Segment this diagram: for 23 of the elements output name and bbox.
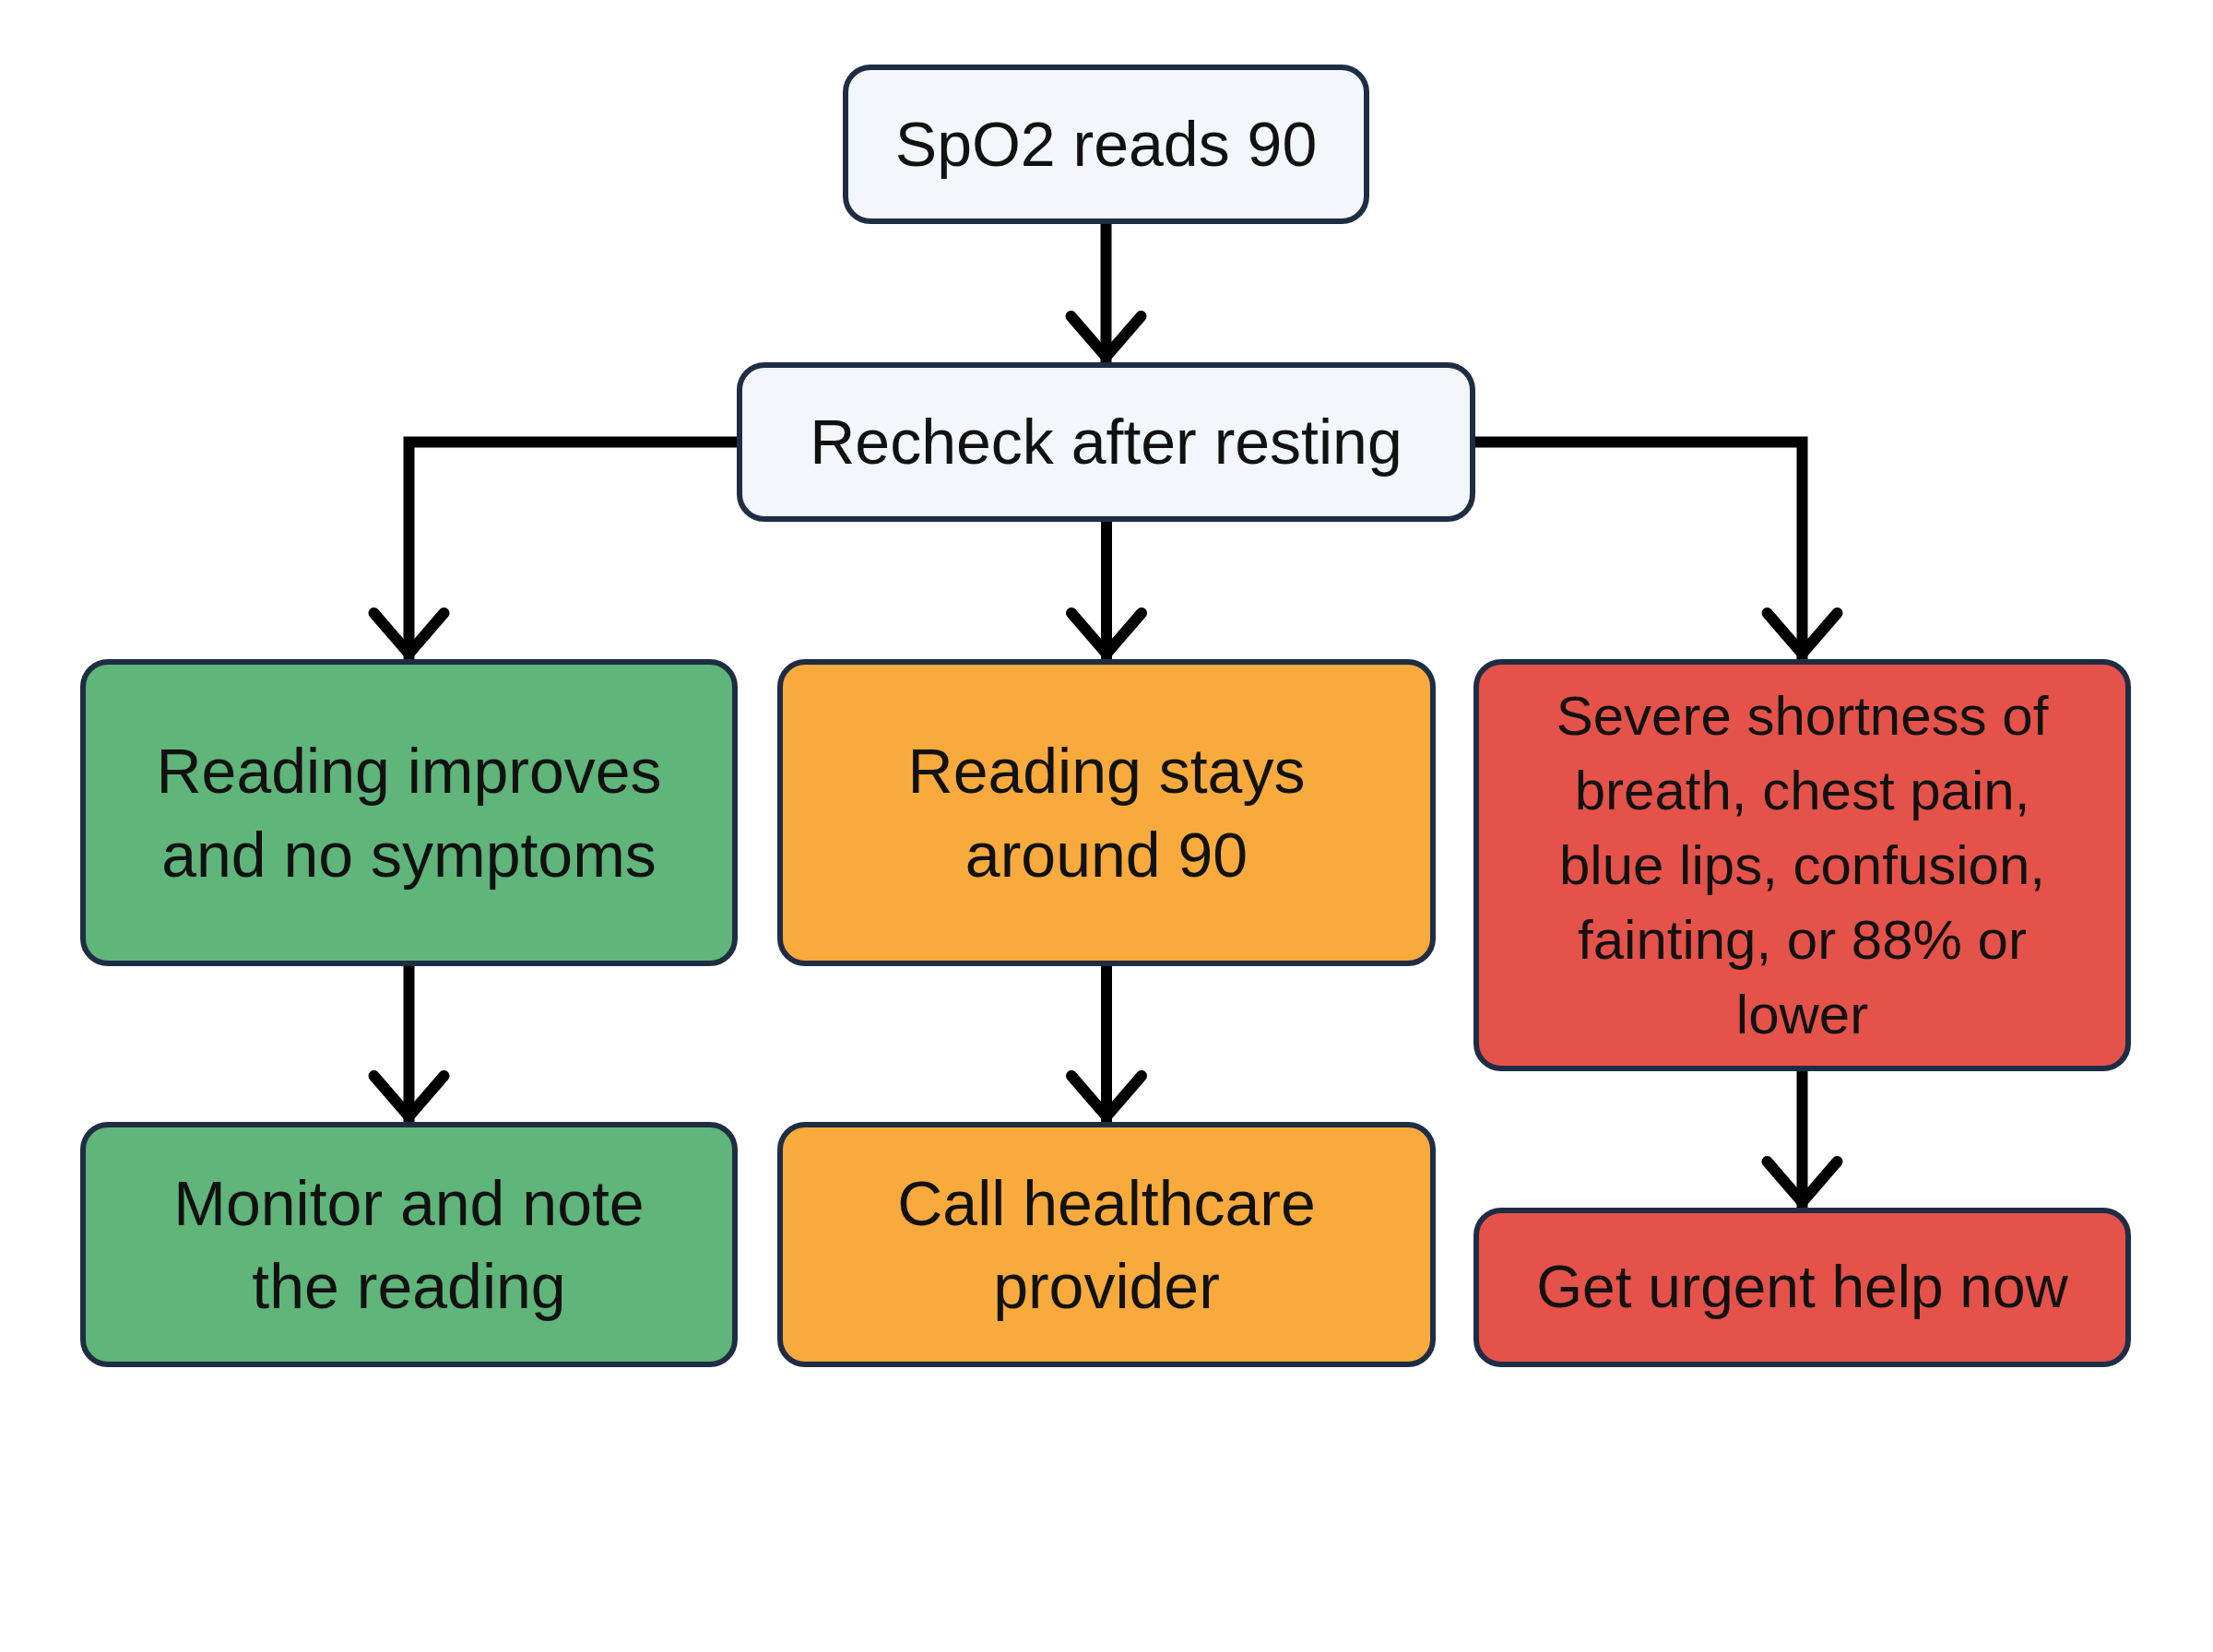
step-box — [737, 362, 1475, 522]
box-text: Monitor and note the reading — [172, 1166, 645, 1323]
flow-arrow — [1066, 522, 1147, 659]
flow-arrow — [368, 966, 450, 1122]
flow-arrow — [1761, 1071, 1843, 1208]
start-box — [843, 65, 1369, 224]
flow-arrow — [368, 436, 737, 659]
box-text: Get urgent help now — [1536, 1252, 2068, 1322]
box-text: Recheck after resting — [810, 406, 1402, 479]
box-text: Severe shortness of breath, chest pain, blue lips, confusion, fainting, or 88% or lower — [1555, 684, 2050, 1047]
flow-arrow — [1065, 224, 1147, 362]
box-text: Reading improves and no symptoms — [155, 735, 663, 891]
result-box — [80, 659, 738, 966]
result-box — [1473, 659, 2131, 1071]
flow-arrow — [1066, 966, 1147, 1122]
action-box — [1473, 1208, 2131, 1367]
flow-arrow — [1475, 436, 1843, 659]
box-text: Call healthcare provider — [896, 1166, 1317, 1323]
box-text: Reading stays around 90 — [906, 735, 1307, 891]
result-box — [777, 659, 1436, 966]
box-text: SpO2 reads 90 — [894, 108, 1318, 182]
action-box — [777, 1122, 1436, 1367]
action-box — [80, 1122, 738, 1367]
